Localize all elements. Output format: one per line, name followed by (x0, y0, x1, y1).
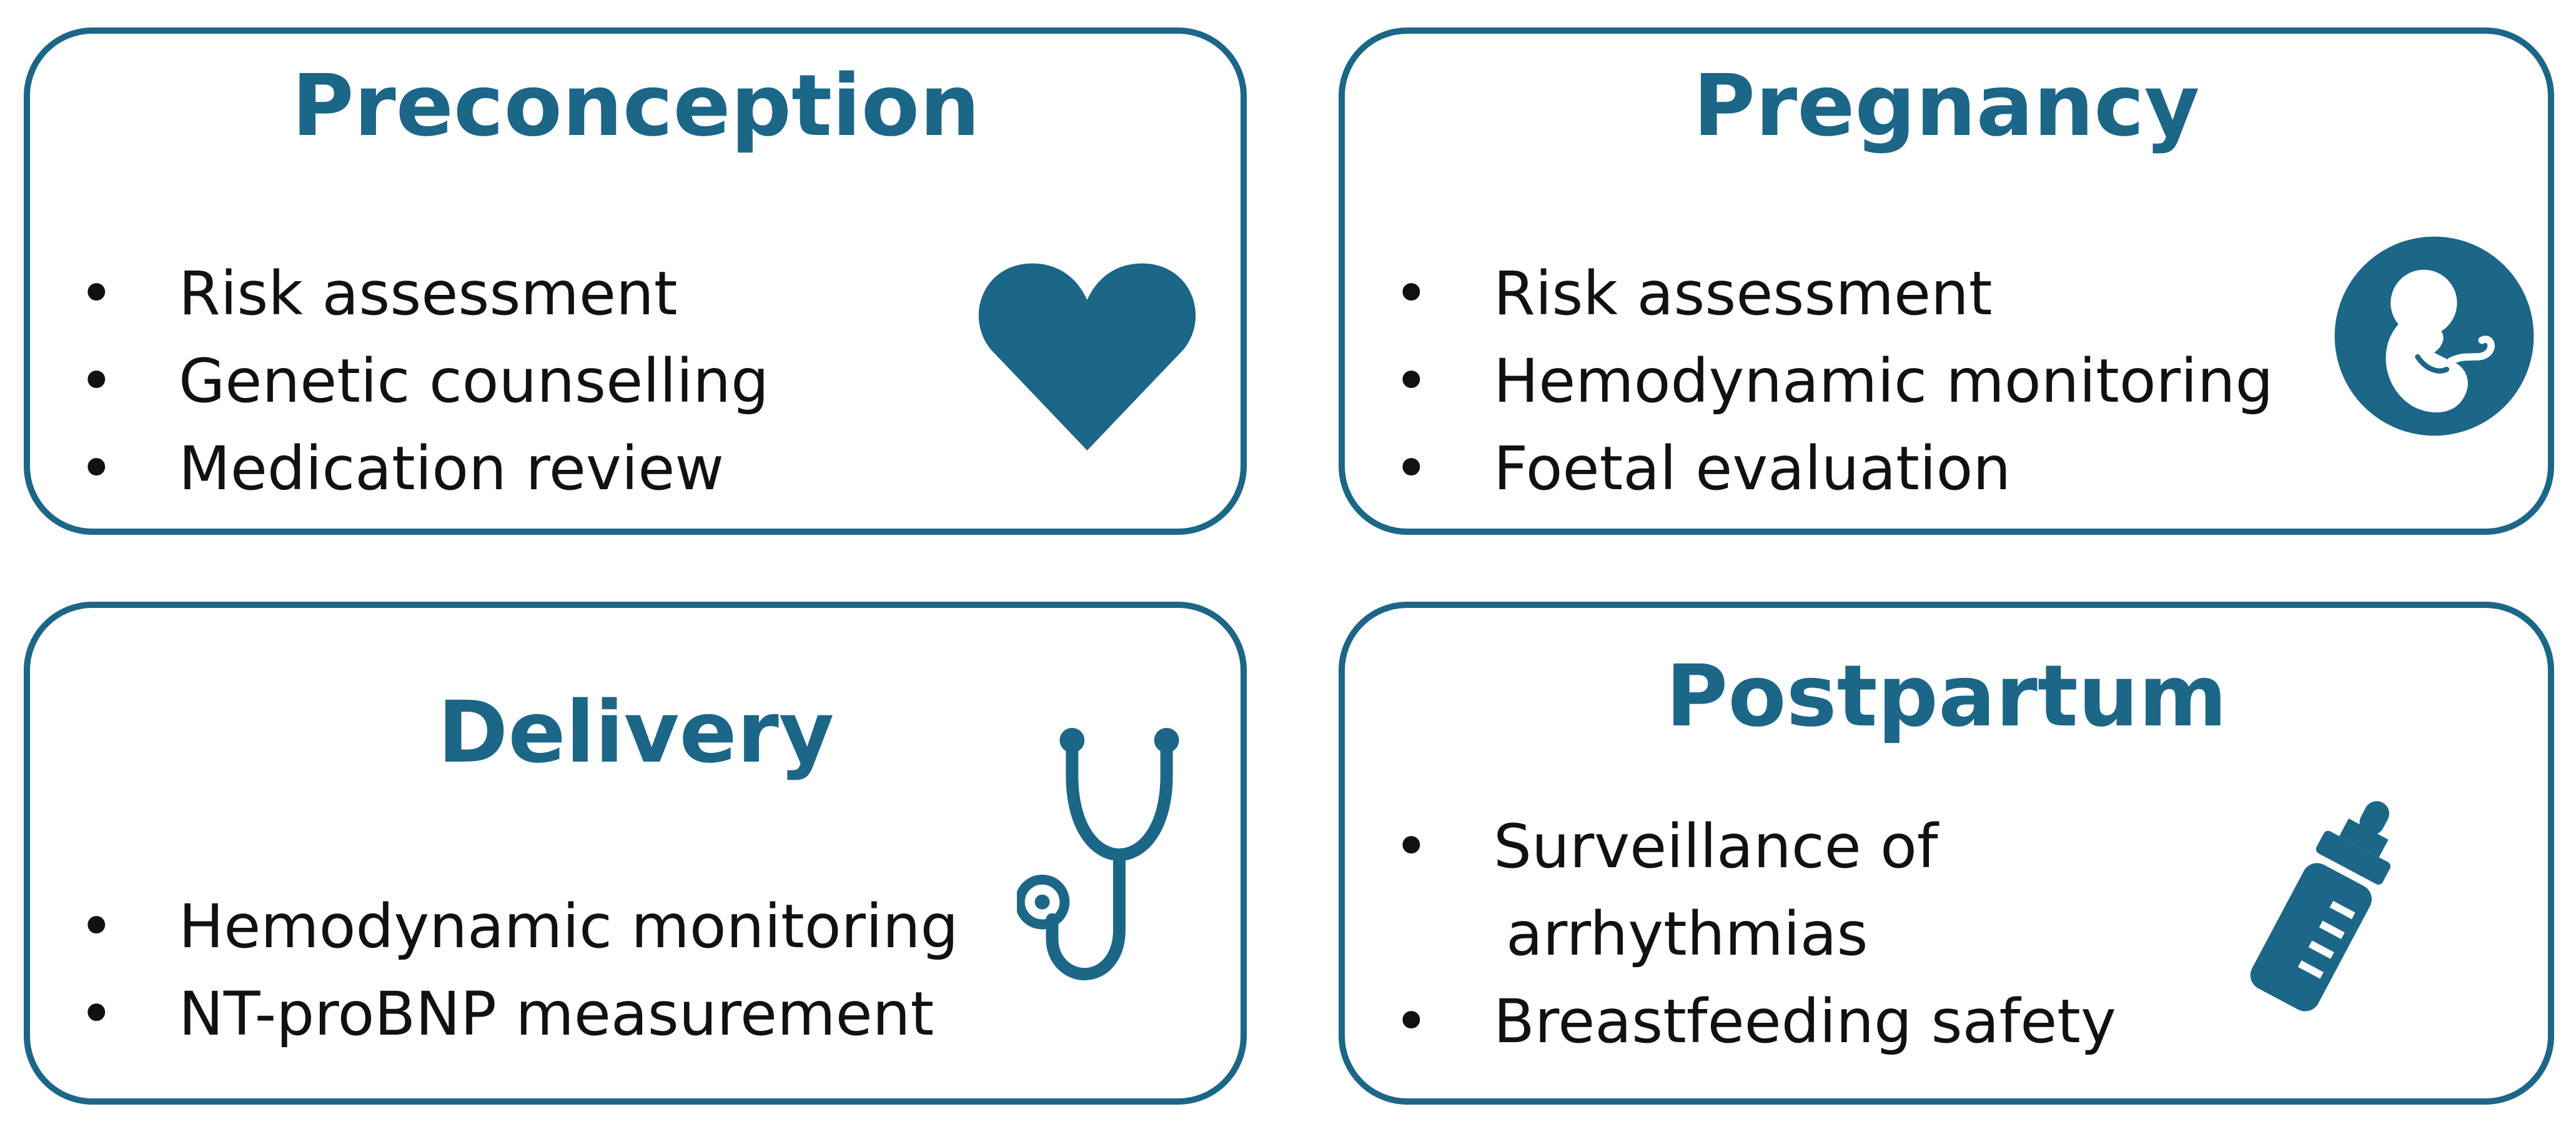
list-item: Risk assessment (1345, 250, 2273, 337)
list-item: Surveillance of (1345, 803, 2116, 890)
panel-pregnancy: Pregnancy Risk assessment Hemodynamic mo… (1339, 27, 2554, 535)
bullet-list: Risk assessment Genetic counselling Medi… (30, 250, 769, 512)
panel-title: Delivery (437, 684, 835, 782)
stethoscope-icon (1017, 727, 1179, 981)
heart-icon (978, 263, 1196, 450)
list-item: Hemodynamic monitoring (1345, 337, 2273, 425)
list-item: Foetal evaluation (1345, 425, 2273, 512)
list-item: NT-proBNP measurement (30, 970, 958, 1058)
baby-bottle-icon (2250, 801, 2390, 1012)
panel-preconception: Preconception Risk assessment Genetic co… (24, 27, 1247, 535)
list-item: Genetic counselling (30, 337, 769, 425)
panel-postpartum: Postpartum Surveillance of arrhythmias B… (1339, 602, 2554, 1105)
list-item: Medication review (30, 425, 769, 512)
panel-title: Postpartum (1665, 647, 2227, 746)
list-item-continuation: arrhythmias (1506, 899, 1868, 969)
list-item: Breastfeeding safety (1345, 978, 2116, 1065)
bullet-list: Surveillance of arrhythmias Breastfeedin… (1345, 803, 2116, 1065)
bullet-list: Hemodynamic monitoring NT-proBNP measure… (30, 883, 958, 1058)
panel-title: Preconception (292, 57, 980, 156)
panel-delivery: Delivery Hemodynamic monitoring NT-proBN… (24, 602, 1247, 1105)
list-item: Hemodynamic monitoring (30, 883, 958, 970)
fetus-icon (2334, 236, 2534, 436)
list-item: Risk assessment (30, 250, 769, 337)
bullet-list: Risk assessment Hemodynamic monitoring F… (1345, 250, 2273, 512)
panel-title: Pregnancy (1693, 57, 2200, 156)
